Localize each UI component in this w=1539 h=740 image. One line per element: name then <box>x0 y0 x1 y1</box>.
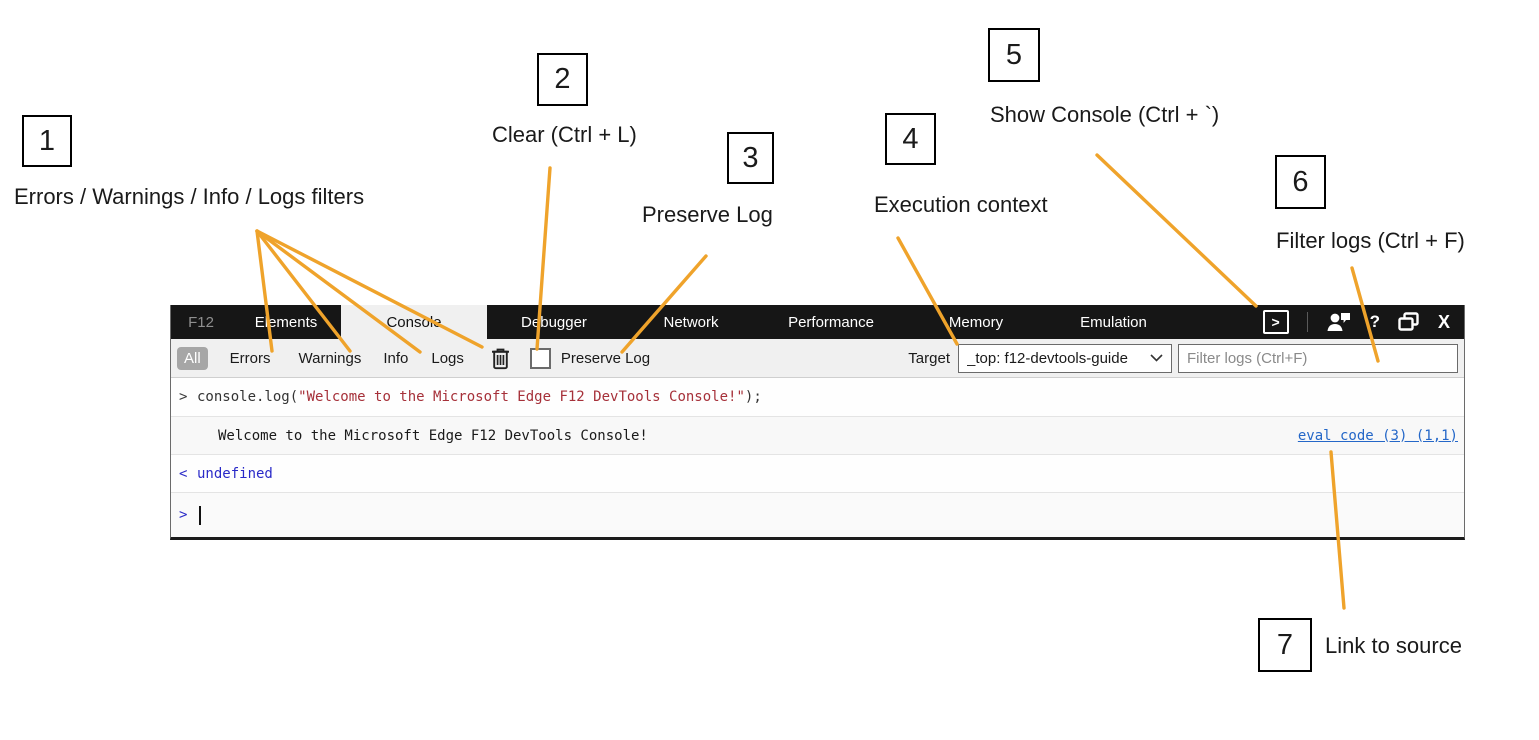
source-link[interactable]: eval code (3) (1,1) <box>1297 427 1458 444</box>
callout-5-box: 5 <box>988 28 1040 82</box>
callout-6-number: 6 <box>1292 165 1309 198</box>
filter-logs-button[interactable]: Logs <box>431 349 464 367</box>
close-icon[interactable]: X <box>1437 311 1450 332</box>
target-label: Target <box>908 349 950 367</box>
callout-4-label: Execution context <box>874 192 1048 217</box>
callout-1-label: Errors / Warnings / Info / Logs filters <box>14 184 365 209</box>
callout-2-number: 2 <box>554 63 571 95</box>
callout-6-box: 6 <box>1275 155 1326 209</box>
callout-3-label: Preserve Log <box>642 202 773 227</box>
console-prompt-row[interactable]: > <box>171 493 1464 537</box>
filter-errors-button[interactable]: Errors <box>229 349 271 367</box>
tab-memory[interactable]: Memory <box>948 313 1004 331</box>
echo-code-prefix: console.log( <box>197 389 299 405</box>
execution-context-value: _top: f12-devtools-guide <box>967 349 1128 367</box>
execution-context-dropdown[interactable]: _top: f12-devtools-guide <box>958 343 1172 373</box>
filter-warnings-button[interactable]: Warnings <box>298 349 362 367</box>
callout-5-label: Show Console (Ctrl + `) <box>990 102 1220 127</box>
unpin-window-icon[interactable] <box>1398 312 1420 332</box>
echo-code-string: "Welcome to the Microsoft Edge F12 DevTo… <box>298 389 745 405</box>
tab-network[interactable]: Network <box>663 313 719 331</box>
titlebar-divider <box>1306 312 1308 332</box>
console-result-row: < undefined <box>171 455 1464 493</box>
preserve-log-label: Preserve Log <box>560 349 651 367</box>
filter-logs-input[interactable] <box>1178 343 1458 373</box>
clear-trash-icon[interactable] <box>491 347 510 370</box>
callout-6-label: Filter logs (Ctrl + F) <box>1276 228 1465 253</box>
chevron-down-icon <box>1150 354 1163 362</box>
log-message: Welcome to the Microsoft Edge F12 DevToo… <box>218 427 648 444</box>
callout-7-box: 7 <box>1258 618 1312 672</box>
echo-code-suffix: ); <box>744 389 762 405</box>
console-toolbar: All Errors Warnings Info Logs Preserve L… <box>171 339 1464 378</box>
text-caret <box>199 505 201 525</box>
feedback-icon[interactable] <box>1326 311 1352 333</box>
callout-1-box: 1 <box>22 115 72 167</box>
result-value: undefined <box>197 465 273 482</box>
preserve-log-checkbox[interactable] <box>529 347 551 369</box>
callout-3-box: 3 <box>727 132 774 184</box>
callout-3-number: 3 <box>742 141 759 174</box>
devtools-titlebar: F12 Elements Console Debugger Network Pe… <box>171 305 1464 339</box>
prompt-chevron-icon: > <box>179 507 188 523</box>
result-chevron-icon: < <box>179 465 188 482</box>
filter-all-button[interactable]: All <box>177 346 208 370</box>
f12-logo: F12 <box>188 313 214 331</box>
callout-2-box: 2 <box>537 53 588 106</box>
console-echo-row: > console.log("Welcome to the Microsoft … <box>171 378 1464 417</box>
show-console-button[interactable]: > <box>1262 310 1289 334</box>
callout-2-label: Clear (Ctrl + L) <box>492 122 637 147</box>
tab-performance[interactable]: Performance <box>788 313 874 331</box>
tab-console[interactable]: Console <box>341 305 487 339</box>
console-prompt-icon: > <box>1271 314 1280 330</box>
tab-elements[interactable]: Elements <box>254 313 318 331</box>
tab-emulation[interactable]: Emulation <box>1080 313 1147 331</box>
devtools-window: F12 Elements Console Debugger Network Pe… <box>170 305 1465 540</box>
callout-4-number: 4 <box>902 122 919 155</box>
callout-5-number: 5 <box>1005 38 1023 71</box>
help-icon[interactable]: ? <box>1369 312 1380 331</box>
console-message-row: Welcome to the Microsoft Edge F12 DevToo… <box>171 417 1464 455</box>
tab-debugger[interactable]: Debugger <box>521 313 587 331</box>
callout-7-number: 7 <box>1276 628 1294 661</box>
callout-1-number: 1 <box>38 124 56 157</box>
input-chevron-icon: > <box>179 389 188 405</box>
callout-7-label: Link to source <box>1325 633 1462 658</box>
callout-4-box: 4 <box>885 113 936 165</box>
filter-info-button[interactable]: Info <box>383 349 409 367</box>
